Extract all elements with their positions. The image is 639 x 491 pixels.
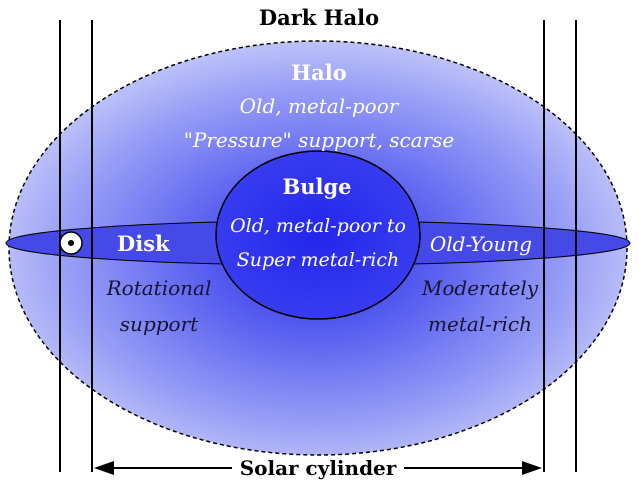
sun-icon	[59, 231, 83, 255]
disk-metallicity-line1: Moderately	[421, 276, 539, 300]
halo-description-line1: Old, metal-poor	[240, 94, 400, 118]
bulge-ellipse	[215, 150, 421, 320]
disk-support-line1: Rotational	[106, 276, 212, 300]
solar-cylinder-label: Solar cylinder	[240, 456, 397, 480]
bulge-label: Bulge	[282, 174, 351, 199]
halo-label: Halo	[291, 60, 346, 85]
diagram-title: Dark Halo	[259, 5, 379, 30]
disk-label: Disk	[117, 231, 170, 256]
solar-cylinder-arrow	[94, 461, 542, 475]
disk-metallicity-line2: metal-rich	[428, 312, 532, 336]
bulge-description-line1: Old, metal-poor to	[230, 215, 406, 237]
bulge-description-line2: Super metal-rich	[237, 249, 400, 271]
disk-support-line2: support	[120, 312, 199, 336]
disk-age-label: Old-Young	[430, 232, 532, 256]
halo-description-line2: "Pressure" support, scarse	[184, 128, 455, 152]
